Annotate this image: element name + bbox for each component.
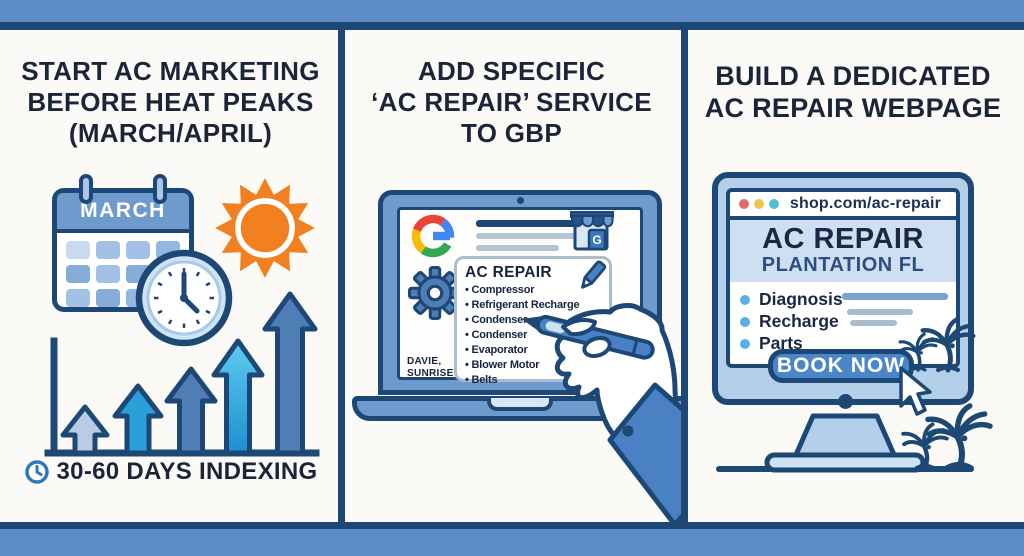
indexing-label: 30-60 DAYS INDEXING	[56, 458, 318, 485]
cursor-icon	[899, 366, 932, 416]
panel2-title-line3: TO GBP	[460, 118, 562, 149]
text-placeholder-line	[476, 233, 594, 239]
gbp-card-title: AC REPAIR	[465, 264, 552, 281]
url-bar: shop.com/ac-repair	[789, 195, 942, 212]
webpage-heading: AC REPAIR	[762, 222, 924, 255]
service-item: Condenser	[465, 313, 601, 328]
gbp-icon-letter: G	[592, 233, 601, 247]
service-item: Blower Motor	[465, 358, 601, 373]
panel1-title-line2: BEFORE HEAT PEAKS	[27, 87, 314, 118]
service-item: Condenser	[465, 328, 601, 343]
text-placeholder-line	[850, 320, 897, 326]
google-business-profile-icon: G	[570, 211, 614, 251]
small-clock-icon	[24, 460, 49, 484]
list-item: Parts	[740, 333, 843, 354]
gbp-services-list: Compressor Refrigerant Recharge Condense…	[465, 283, 601, 388]
bottom-border-bar	[0, 529, 1024, 556]
monitor-power-dot	[838, 394, 853, 409]
service-item: Compressor	[465, 283, 601, 298]
text-placeholder-line	[842, 293, 948, 300]
bottom-border-line	[0, 522, 1024, 529]
browser-dot-cyan	[769, 199, 779, 209]
panel1-title-line3: (MARCH/APRIL)	[68, 118, 273, 149]
service-item: Evaporator	[465, 343, 601, 358]
monitor-illustration: shop.com/ac-repair AC REPAIR PLANTATION …	[712, 172, 974, 416]
pencil-icon	[581, 260, 607, 289]
panel-divider	[681, 30, 688, 522]
text-placeholder-line	[847, 309, 913, 315]
service-area-label: DAVIE, SUNRISE	[407, 356, 454, 379]
laptop-camera-dot	[517, 197, 524, 204]
list-item: Recharge	[740, 311, 843, 332]
panel1-title: START AC MARKETING BEFORE HEAT PEAKS (MA…	[0, 56, 341, 150]
calendar-month-label: MARCH	[57, 193, 189, 233]
laptop-base-notch	[487, 398, 553, 411]
indexing-note: 30-60 DAYS INDEXING	[0, 458, 341, 486]
monitor-stand	[764, 413, 926, 473]
bullet-dot	[740, 316, 750, 327]
book-now-button: BOOK NOW	[768, 349, 914, 383]
top-border-bar	[0, 0, 1024, 22]
service-area-city2: SUNRISE	[407, 367, 454, 379]
calendar-ring-icon	[79, 174, 93, 204]
browser-dot-yellow	[754, 199, 764, 209]
webpage-services-list: Diagnosis Recharge Parts	[740, 289, 843, 354]
panel3-title-line2: AC REPAIR WEBPAGE	[704, 93, 1002, 124]
growth-arrows-chart	[44, 291, 320, 457]
bullet-dot	[740, 294, 750, 305]
service-area-city1: DAVIE,	[407, 356, 442, 367]
monitor-screen: shop.com/ac-repair AC REPAIR PLANTATION …	[726, 188, 960, 368]
top-border-line	[0, 22, 1024, 30]
panel3-title: BUILD A DEDICATED AC REPAIR WEBPAGE	[682, 60, 1024, 125]
panel2-title-line1: ADD SPECIFIC	[417, 56, 606, 86]
panel2-title: ADD SPECIFIC ‘AC REPAIR’ SERVICE TO GBP	[341, 56, 682, 150]
hand-with-pen-illustration	[521, 303, 682, 522]
text-placeholder-line	[476, 245, 559, 251]
clock-icon	[135, 249, 233, 347]
text-placeholder-line	[476, 220, 576, 227]
laptop-base	[352, 396, 688, 421]
list-item: Diagnosis	[740, 289, 843, 310]
webpage-subheading: PLANTATION FL	[761, 254, 925, 277]
google-logo-icon	[411, 214, 455, 258]
service-item: Refrigerant Recharge	[465, 298, 601, 313]
browser-dot-red	[739, 199, 749, 209]
panel2-title-line2: ‘AC REPAIR’ SERVICE	[371, 87, 652, 118]
calendar-ring-icon	[153, 174, 167, 204]
webpage-header-band: AC REPAIR PLANTATION FL	[730, 220, 956, 282]
panel3-title-line1: BUILD A DEDICATED	[715, 61, 991, 91]
calendar-illustration: MARCH	[52, 174, 194, 312]
sun-icon	[215, 178, 315, 278]
service-label: Diagnosis	[759, 289, 843, 309]
service-label: Parts	[759, 333, 803, 353]
service-item: Belts	[465, 373, 601, 388]
browser-bar: shop.com/ac-repair	[730, 192, 956, 220]
service-label: Recharge	[759, 311, 839, 331]
panel-divider	[338, 30, 345, 522]
bullet-dot	[740, 338, 750, 349]
panel1-title-line1: START AC MARKETING	[21, 56, 320, 86]
